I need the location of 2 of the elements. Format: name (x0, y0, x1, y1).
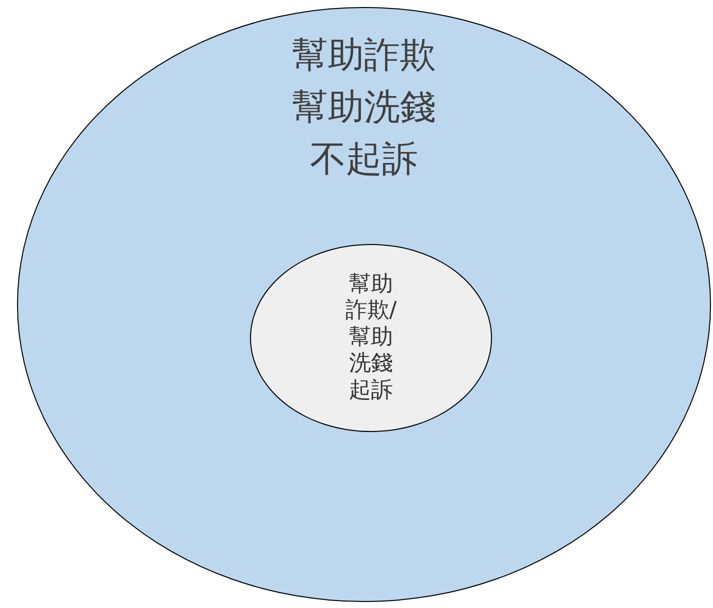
ellipse-label: 幫助詐欺幫助洗錢不起訴 (291, 34, 437, 182)
ellipse-label: 幫助詐欺/幫助洗錢起訴 (344, 272, 398, 404)
